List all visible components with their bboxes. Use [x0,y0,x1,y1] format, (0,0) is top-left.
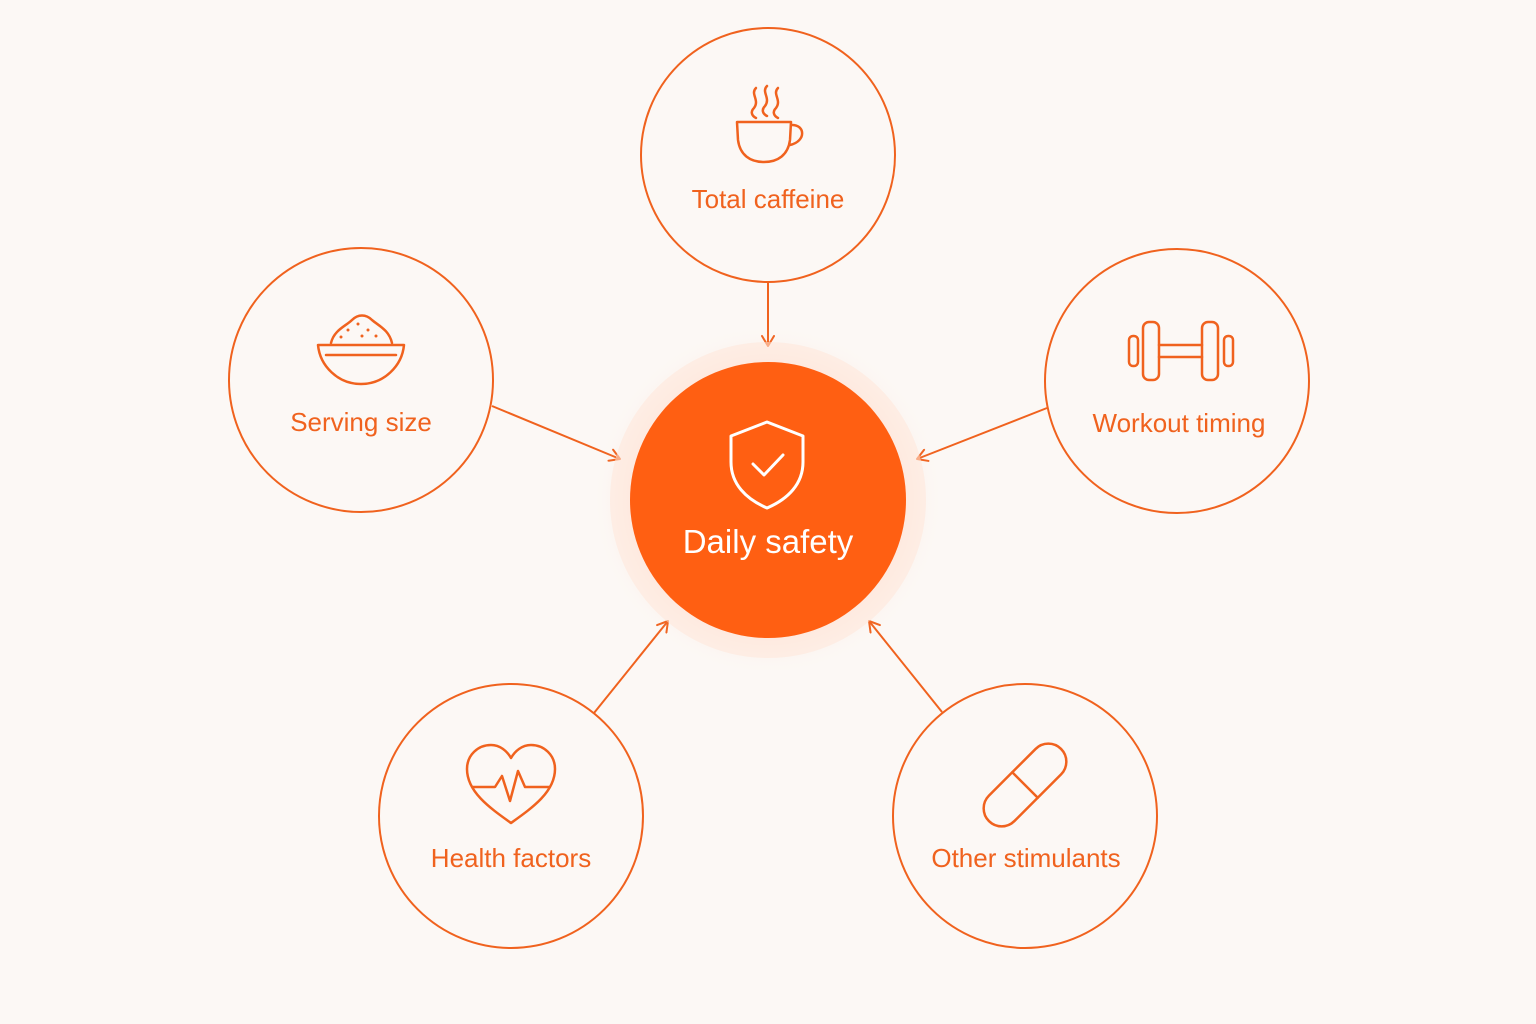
powder-dots [339,322,378,339]
center-circle [630,362,906,638]
node-other-stimulants: Other stimulants [892,683,1158,949]
dumbbell-icon [1127,320,1235,382]
shield-check-icon [729,420,805,510]
node-label-health-factors: Health factors [431,843,591,873]
center-node: Daily safety [590,322,946,678]
capsule-icon [982,742,1068,828]
node-circle-total-caffeine [640,27,896,283]
coffee-cup-icon [735,84,804,164]
node-workout-timing: Workout timing [1044,248,1310,514]
node-circle-serving-size [228,247,494,513]
node-label-serving-size: Serving size [290,407,432,437]
node-label-other-stimulants: Other stimulants [931,843,1120,873]
node-health-factors: Health factors [378,683,644,949]
center-label: Daily safety [683,523,854,560]
node-circle-workout-timing [1044,248,1310,514]
node-label-total-caffeine: Total caffeine [692,184,845,214]
node-serving-size: Serving size [228,247,494,513]
powder-bowl-icon [316,314,406,386]
heart-pulse-icon [465,743,557,825]
node-total-caffeine: Total caffeine [640,27,896,283]
node-circle-health-factors [378,683,644,949]
node-circle-other-stimulants [892,683,1158,949]
node-label-workout-timing: Workout timing [1093,408,1266,438]
